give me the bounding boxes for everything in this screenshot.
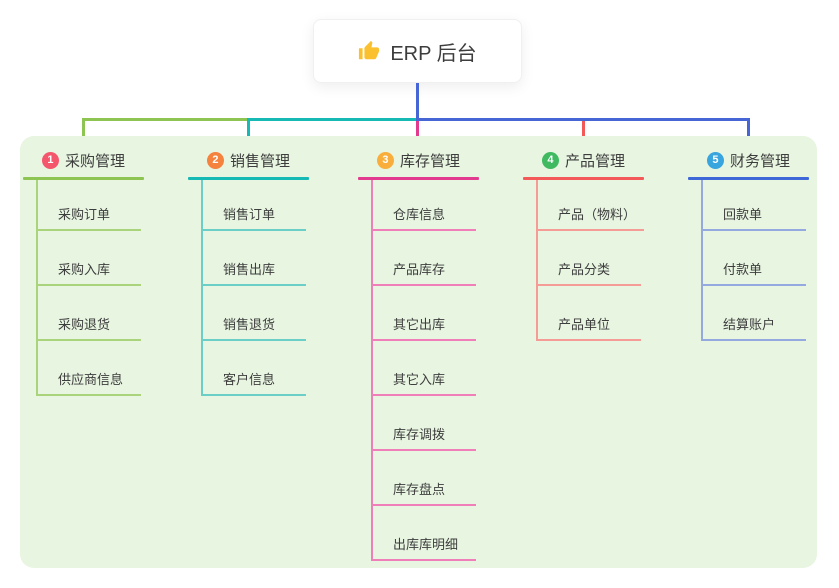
connector-horizontal-teal [247,118,418,121]
branch-children: 仓库信息 产品库存 其它出库 其它入库 库存调拨 库存盘点 出库库明细 [371,180,479,561]
child-label: 产品库存 [393,262,446,277]
child-node[interactable]: 供应商信息 [38,341,141,396]
branch-children: 回款单 付款单 结算账户 [701,180,809,341]
branch-header[interactable]: 5 财务管理 [688,147,809,174]
child-label: 出库库明细 [393,537,459,552]
root-node[interactable]: ERP 后台 [313,19,522,83]
child-node[interactable]: 回款单 [703,180,806,231]
branch-underline [523,177,644,180]
connector-drop-branch-4 [582,121,585,149]
branch-underline [188,177,309,180]
branch-underline [688,177,809,180]
child-node[interactable]: 销售退货 [203,286,306,341]
priority-badge: 1 [41,152,59,169]
child-node[interactable]: 客户信息 [203,341,306,396]
priority-badge: 2 [206,152,224,169]
branch-title: 采购管理 [64,153,125,170]
child-label: 回款单 [723,207,763,222]
child-label: 其它入库 [393,372,446,387]
child-label: 销售订单 [223,207,276,222]
child-node[interactable]: 产品库存 [373,231,476,286]
branch-sales: 2 销售管理 销售订单 销售出库 销售退货 客户信息 [188,147,309,396]
child-node[interactable]: 其它出库 [373,286,476,341]
child-node[interactable]: 库存调拨 [373,396,476,451]
connector-drop-branch-1 [82,118,85,149]
branch-underline [23,177,144,180]
connector-root-vertical [416,83,419,121]
branches-panel [20,136,817,568]
branch-children: 产品（物料） 产品分类 产品单位 [536,180,645,341]
child-label: 采购订单 [58,207,111,222]
branch-header[interactable]: 3 库存管理 [358,147,479,174]
child-node[interactable]: 其它入库 [373,341,476,396]
child-node[interactable]: 产品单位 [538,286,641,341]
root-title: ERP 后台 [390,42,477,65]
branch-underline [358,177,479,180]
child-label: 销售退货 [223,317,276,332]
connector-drop-branch-2 [247,118,250,149]
child-label: 仓库信息 [393,207,446,222]
priority-badge: 4 [541,152,559,169]
child-node[interactable]: 销售出库 [203,231,306,286]
connector-horizontal-green [82,118,250,121]
child-label: 销售出库 [223,262,276,277]
branch-purchase: 1 采购管理 采购订单 采购入库 采购退货 供应商信息 [23,147,144,396]
branch-finance: 5 财务管理 回款单 付款单 结算账户 [688,147,809,341]
child-label: 库存调拨 [393,427,446,442]
branch-children: 销售订单 销售出库 销售退货 客户信息 [201,180,309,396]
child-node[interactable]: 采购退货 [38,286,141,341]
branch-title: 财务管理 [729,153,790,170]
connector-drop-branch-3 [416,121,419,149]
child-node[interactable]: 采购入库 [38,231,141,286]
branch-inventory: 3 库存管理 仓库信息 产品库存 其它出库 其它入库 库存调拨 库存盘点 出库库… [358,147,479,561]
child-label: 供应商信息 [58,372,124,387]
child-node[interactable]: 仓库信息 [373,180,476,231]
branch-children: 采购订单 采购入库 采购退货 供应商信息 [36,180,144,396]
connector-horizontal-blue [416,118,750,121]
branch-title: 库存管理 [399,153,460,170]
priority-badge: 5 [706,152,724,169]
connector-drop-branch-5 [747,118,750,149]
child-label: 付款单 [723,262,763,277]
branch-header[interactable]: 4 产品管理 [523,147,644,174]
child-node[interactable]: 产品（物料） [538,180,645,231]
child-label: 其它出库 [393,317,446,332]
child-label: 库存盘点 [393,482,446,497]
child-node[interactable]: 采购订单 [38,180,141,231]
branch-title: 产品管理 [564,153,625,170]
child-node[interactable]: 产品分类 [538,231,641,286]
child-node[interactable]: 付款单 [703,231,806,286]
child-label: 产品单位 [558,317,611,332]
thumbs-up-icon [359,40,380,60]
child-node[interactable]: 出库库明细 [373,506,476,561]
child-label: 产品（物料） [558,207,637,222]
child-node[interactable]: 库存盘点 [373,451,476,506]
child-label: 产品分类 [558,262,611,277]
child-label: 采购退货 [58,317,111,332]
branch-product: 4 产品管理 产品（物料） 产品分类 产品单位 [523,147,645,341]
priority-badge: 3 [376,152,394,169]
child-label: 采购入库 [58,262,111,277]
branch-header[interactable]: 1 采购管理 [23,147,144,174]
child-label: 结算账户 [723,317,776,332]
branch-title: 销售管理 [229,153,290,170]
child-node[interactable]: 销售订单 [203,180,306,231]
child-node[interactable]: 结算账户 [703,286,806,341]
branch-header[interactable]: 2 销售管理 [188,147,309,174]
child-label: 客户信息 [223,372,276,387]
